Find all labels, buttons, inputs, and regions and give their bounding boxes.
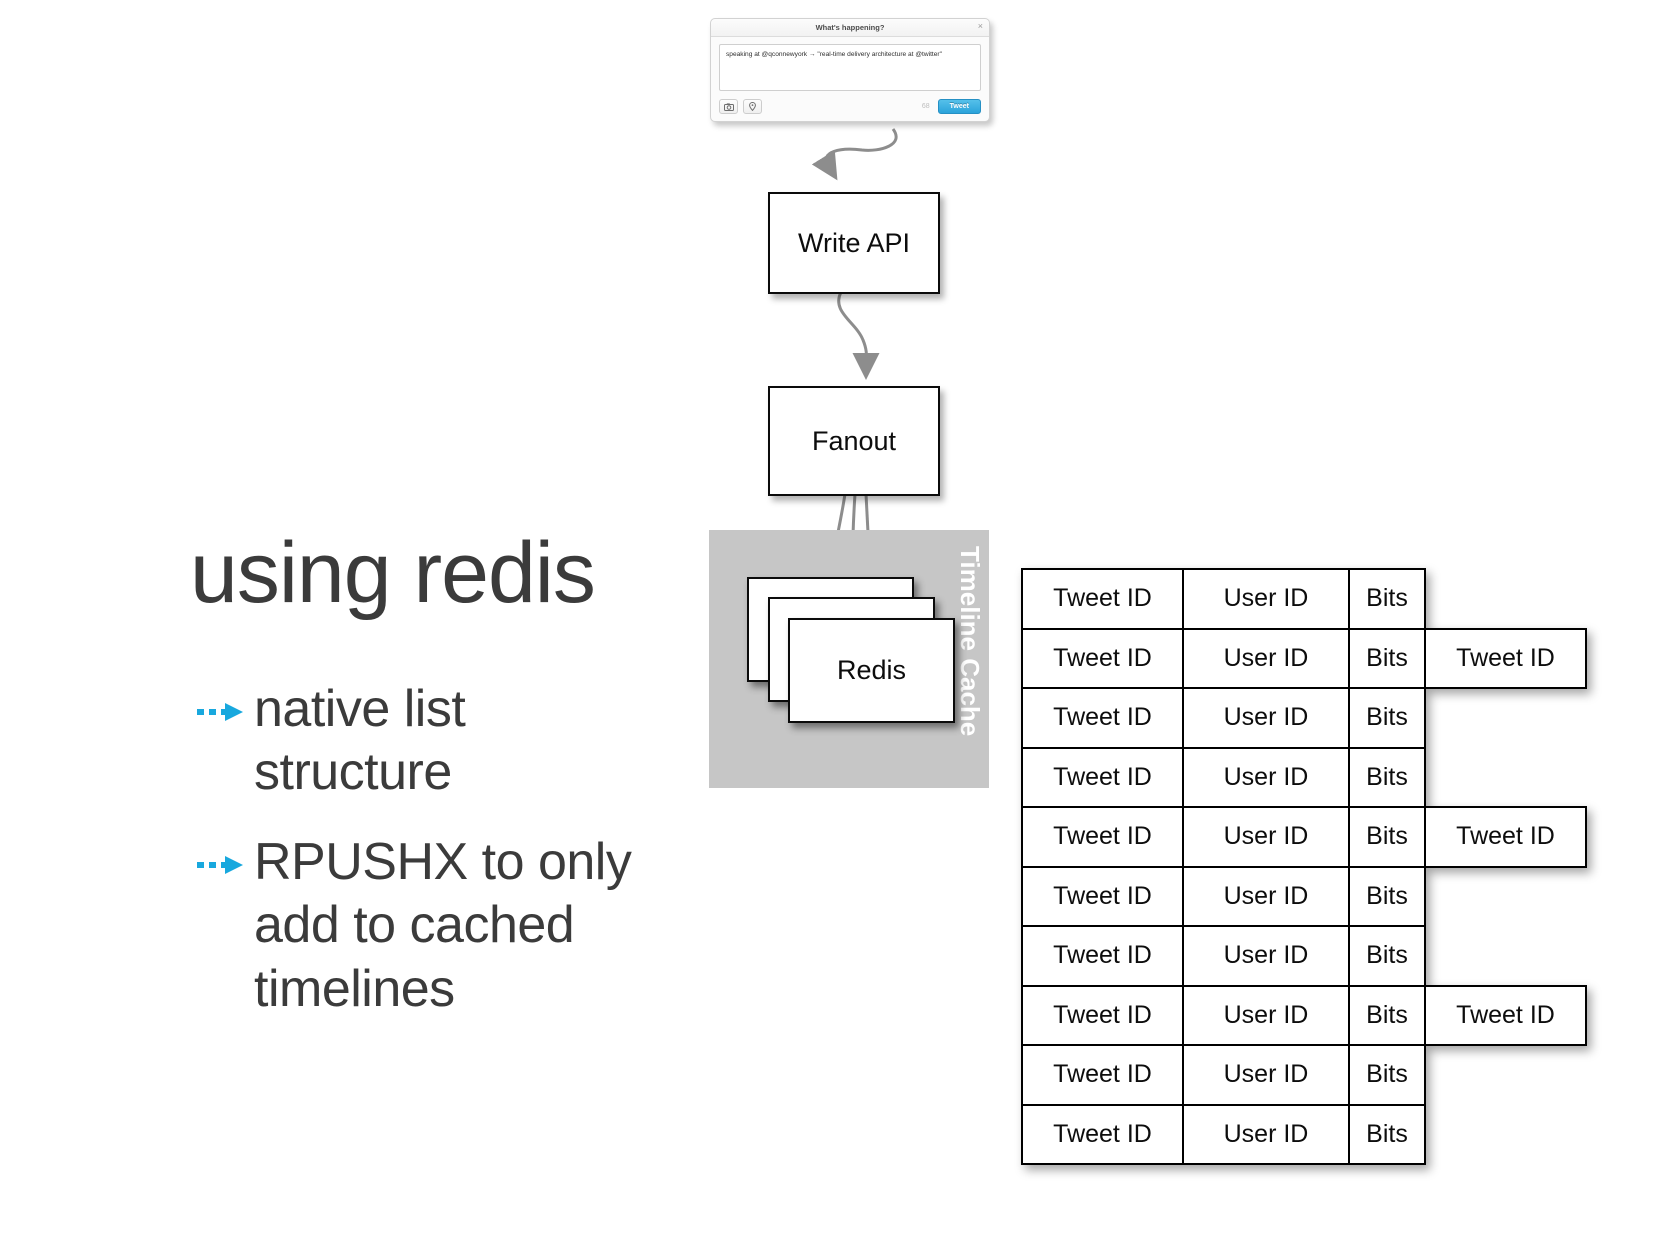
tweet-submit-button[interactable]: Tweet	[937, 99, 981, 114]
dashed-arrow-icon	[196, 853, 248, 893]
cell-bits: Bits	[1348, 746, 1426, 808]
cell-user-id: User ID	[1182, 865, 1350, 927]
cell-bits: Bits	[1348, 568, 1426, 630]
dashed-arrow-icon	[196, 700, 248, 740]
cell-extra-tweet-id: Tweet ID	[1424, 984, 1587, 1046]
cell-bits: Bits	[1348, 984, 1426, 1046]
cell-bits: Bits	[1348, 925, 1426, 987]
cell-tweet-id: Tweet ID	[1021, 984, 1184, 1046]
page-title: using redis	[190, 525, 596, 621]
tweet-compose-input[interactable]	[719, 44, 981, 91]
bullet-label: RPUSHX to only add to cached timelines	[254, 832, 632, 1018]
cell-bits: Bits	[1348, 1044, 1426, 1106]
bullet-item: native list structure	[196, 678, 666, 805]
tweet-dialog-header: What's happening? ×	[711, 19, 989, 37]
close-icon[interactable]: ×	[977, 21, 983, 31]
cell-extra-tweet-id: Tweet ID	[1424, 806, 1587, 868]
fanout-node: Fanout	[768, 386, 940, 496]
cell-tweet-id: Tweet ID	[1021, 865, 1184, 927]
tweet-compose-dialog[interactable]: What's happening? × 68 Tweet	[710, 18, 990, 122]
cell-user-id: User ID	[1182, 746, 1350, 808]
cell-tweet-id: Tweet ID	[1021, 627, 1184, 689]
cell-extra-tweet-id: Tweet ID	[1424, 627, 1587, 689]
timeline-cache-label: Timeline Cache	[955, 546, 985, 737]
tweet-dialog-footer: 68 Tweet	[711, 93, 989, 121]
cell-bits: Bits	[1348, 1103, 1426, 1165]
cell-bits: Bits	[1348, 627, 1426, 689]
arrow-writeapi-to-fanout	[837, 291, 880, 380]
cell-tweet-id: Tweet ID	[1021, 925, 1184, 987]
cell-tweet-id: Tweet ID	[1021, 687, 1184, 749]
cell-user-id: User ID	[1182, 687, 1350, 749]
location-pin-glyph	[749, 102, 756, 111]
write-api-node: Write API	[768, 192, 940, 294]
cell-tweet-id: Tweet ID	[1021, 1044, 1184, 1106]
cell-user-id: User ID	[1182, 806, 1350, 868]
redis-node: Redis	[788, 618, 955, 723]
cell-tweet-id: Tweet ID	[1021, 746, 1184, 808]
bullet-item: RPUSHX to only add to cached timelines	[196, 831, 666, 1021]
cell-bits: Bits	[1348, 865, 1426, 927]
cell-user-id: User ID	[1182, 1103, 1350, 1165]
arrow-tweetbox-to-writeapi	[811, 128, 898, 181]
tweet-dialog-body	[711, 37, 989, 93]
camera-icon[interactable]	[719, 99, 738, 114]
cell-bits: Bits	[1348, 806, 1426, 868]
cell-user-id: User ID	[1182, 925, 1350, 987]
character-count: 68	[921, 103, 930, 110]
cell-user-id: User ID	[1182, 1044, 1350, 1106]
tweet-dialog-title: What's happening?	[815, 23, 885, 32]
location-pin-icon[interactable]	[743, 99, 762, 114]
cell-bits: Bits	[1348, 687, 1426, 749]
cell-tweet-id: Tweet ID	[1021, 1103, 1184, 1165]
cell-tweet-id: Tweet ID	[1021, 568, 1184, 630]
cell-user-id: User ID	[1182, 568, 1350, 630]
cell-tweet-id: Tweet ID	[1021, 806, 1184, 868]
cell-user-id: User ID	[1182, 984, 1350, 1046]
cell-user-id: User ID	[1182, 627, 1350, 689]
camera-glyph	[723, 102, 734, 111]
bullet-label: native list structure	[254, 680, 466, 802]
